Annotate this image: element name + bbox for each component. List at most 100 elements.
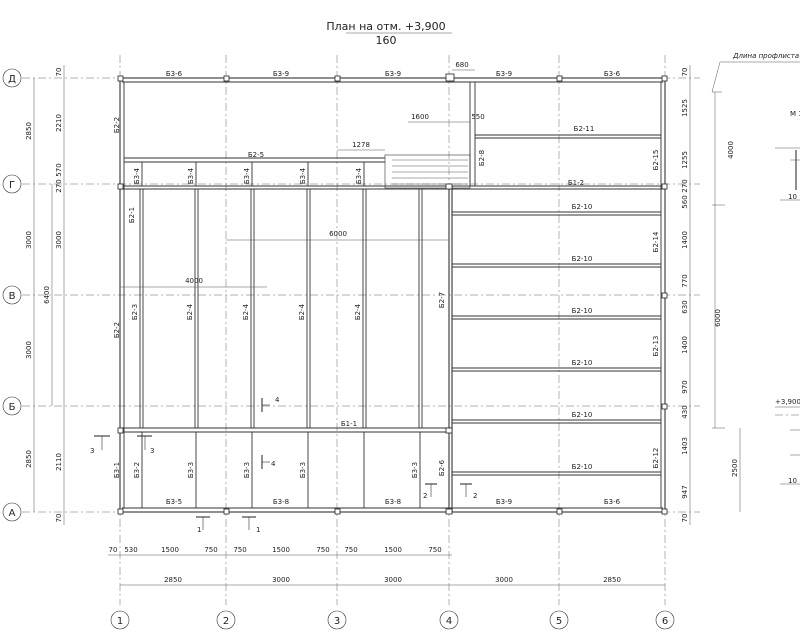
beam-label: Б2-10 (572, 463, 593, 471)
dim-label: 70 (55, 514, 63, 523)
beam-labels-misc: Б2-5 Б2-11 Б2-8 Б1-2 Б1-1 Б2-1 Б2-2 Б2-2… (113, 117, 660, 478)
dim-label: 70 (681, 68, 689, 77)
beam-label: Б2-14 (652, 231, 660, 252)
dim-label: 1403 (681, 437, 689, 455)
detail-m-label: М 1 (790, 110, 800, 118)
dim-label: 6000 (329, 230, 347, 238)
detail-elevation: +3,900 (775, 398, 800, 406)
axis-col-1: 1 (117, 616, 123, 627)
dim-label: 1500 (384, 546, 402, 554)
dim-label: 2500 (731, 459, 739, 477)
main-beams (120, 82, 665, 512)
axis-col-6: 6 (662, 616, 668, 627)
dim-label: 1500 (272, 546, 290, 554)
beam-labels-b2-10: Б2-10 Б2-10 Б2-10 Б2-10 Б2-10 Б2-10 (572, 203, 593, 471)
dim-label: 6400 (43, 286, 51, 304)
stair-block (384, 154, 471, 189)
beam-label: Б2-10 (572, 203, 593, 211)
dim-label: 2850 (603, 576, 621, 584)
section-mark-1-right: 1 (256, 526, 260, 534)
axis-col-3: 3 (334, 616, 340, 627)
plan-title: План на отм. +3,900 (326, 20, 445, 33)
section-mark-1-left: 1 (197, 526, 201, 534)
dim-label: 4000 (185, 277, 203, 285)
dim-label: 3000 (495, 576, 513, 584)
dim-label: 1255 (681, 151, 689, 169)
left-outer-dims: 2850 3000 6400 3000 2850 (25, 78, 53, 512)
section-mark-3-left: 3 (90, 447, 94, 455)
beam-label: Б2-11 (574, 125, 595, 133)
beam-label: Б3-1 (113, 462, 121, 478)
beam-label: Б3-2 (133, 462, 141, 478)
axis-row-b: Б (9, 402, 16, 413)
lower-vertical-beams (141, 432, 421, 508)
beam-label: Б3-8 (385, 498, 401, 506)
beam-label: Б2-3 (131, 304, 139, 320)
beam-label: Б2-2 (113, 117, 121, 133)
dim-label: 2850 (25, 122, 33, 140)
dim-label: 3000 (25, 341, 33, 359)
column-axis-bubbles: 1 2 3 4 5 6 (110, 610, 675, 630)
beam-label: Б2-4 (242, 303, 250, 320)
dim-label: 3000 (384, 576, 402, 584)
bottom-inner-dims: 70 530 1500 750 750 1500 750 750 1500 75… (108, 546, 452, 556)
beam-labels-b2-4: Б2-4 Б2-4 Б2-4 Б2-4 (186, 303, 362, 320)
plan-scale: 160 (376, 34, 397, 47)
dim-label: 1400 (681, 231, 689, 249)
section-mark-2-right: 2 (473, 492, 477, 500)
section-marks: 4 4 3 3 1 1 2 2 (90, 396, 477, 534)
beam-label: Б3-9 (273, 70, 289, 78)
beam-label: Б3-8 (273, 498, 289, 506)
beam-label: Б3-6 (604, 498, 621, 506)
beam-labels-bottom: Б3-5 Б3-8 Б3-8 Б3-9 Б3-6 (166, 498, 621, 506)
beam-label: Б2-12 (652, 448, 660, 469)
dim-label: 430 (681, 405, 689, 418)
detail-size-top: 10 (788, 193, 797, 201)
axis-row-a: А (9, 508, 16, 519)
beam-label: Б3-4 (243, 167, 251, 184)
dim-label: 6000 (714, 309, 722, 327)
beam-label: Б2-6 (438, 459, 446, 476)
dim-label: 70 (109, 546, 118, 554)
beam-label: Б3-6 (166, 70, 183, 78)
beam-label: Б3-3 (243, 462, 251, 478)
beam-label: Б3-9 (385, 70, 401, 78)
right-horizontal-beams (452, 211, 661, 476)
section-mark-4-top: 4 (275, 396, 280, 404)
middle-vertical-beams (139, 189, 423, 428)
dim-label: 530 (124, 546, 137, 554)
dim-label: 2210 (55, 114, 63, 132)
dim-label: 70 (681, 514, 689, 523)
dim-label: 270 (55, 179, 63, 192)
beam-label: Б2-2 (113, 322, 121, 338)
section-mark-2-left: 2 (423, 492, 427, 500)
side-detail: Длина профлиста М 1 10 +3,900 10 (711, 52, 800, 485)
beam-label: Б3-9 (496, 498, 512, 506)
inner-dimensions: 680 1600 550 1278 6000 4000 (120, 61, 485, 288)
beam-label: Б2-15 (652, 150, 660, 171)
dim-label: 750 (344, 546, 357, 554)
beam-label: Б2-10 (572, 359, 593, 367)
dim-label: 560 (681, 195, 689, 208)
columns (117, 73, 668, 515)
dim-label: 630 (681, 300, 689, 313)
beam-label: Б2-10 (572, 307, 593, 315)
dim-label: 270 (681, 179, 689, 192)
upper-short-beams (141, 162, 365, 186)
beam-label: Б2-4 (354, 303, 362, 320)
beam-label: Б1-1 (341, 420, 357, 428)
beam-label: Б3-3 (411, 462, 419, 478)
dim-label: 2110 (55, 453, 63, 471)
right-inner-dims: 70 1525 1255 270 560 1400 770 630 1400 9… (681, 65, 691, 525)
dim-label: 750 (233, 546, 246, 554)
beam-label: Б2-1 (128, 207, 136, 223)
beam-label: Б3-9 (496, 70, 512, 78)
dim-label: 947 (681, 485, 689, 498)
section-mark-3-right: 3 (150, 447, 154, 455)
dim-label: 2850 (25, 450, 33, 468)
dim-label: 2850 (164, 576, 182, 584)
axis-col-5: 5 (556, 616, 562, 627)
dim-label: 3000 (272, 576, 290, 584)
dim-label: 970 (681, 380, 689, 393)
